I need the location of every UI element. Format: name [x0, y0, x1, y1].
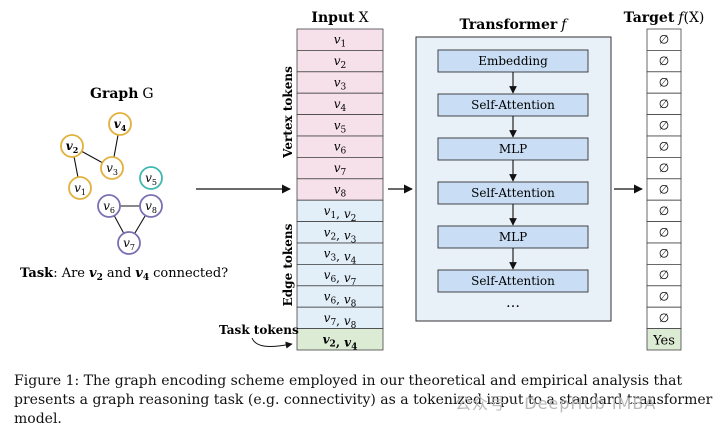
task-node-a: v: [89, 266, 97, 281]
vertex-token-label: v4: [334, 97, 347, 114]
graph-node-label-v3: v3: [106, 161, 118, 177]
task-node-b-sub: 4: [143, 273, 149, 283]
transformer-layer-label: Self-Attention: [471, 274, 555, 288]
target-title-symbol: f: [677, 10, 686, 26]
target-empty-symbol: ∅: [659, 54, 669, 68]
transformer-ellipsis: …: [506, 295, 520, 311]
target-empty-symbol: ∅: [659, 204, 669, 218]
target-empty-symbol: ∅: [659, 183, 669, 197]
graph-node-v2: [60, 134, 84, 158]
graph-node-label-v5: v5: [145, 171, 157, 187]
task-tokens-label: Task tokens: [219, 323, 299, 337]
task-question-and: and: [107, 266, 131, 281]
graph-node-v5: [139, 166, 163, 190]
target-empty-symbol: ∅: [659, 268, 669, 282]
target-empty-symbol: ∅: [659, 225, 669, 239]
graph-node-label-v7: v7: [123, 236, 135, 252]
vertex-token-label: v8: [334, 183, 347, 200]
vertex-token-label: v3: [334, 76, 347, 93]
graph-node-v1: [68, 176, 92, 200]
task-token-cell: [296, 328, 384, 351]
task-question-end: connected?: [153, 266, 228, 281]
target-title-arg: (X): [684, 10, 705, 26]
edge-tokens-label: Edge tokens: [281, 223, 295, 306]
target-empty-symbol: ∅: [659, 97, 669, 111]
target-answer-cell: [646, 328, 682, 351]
graph-node-v8: [139, 194, 163, 218]
graph-node-label-v8: v8: [145, 199, 157, 215]
transformer-layer-label: Self-Attention: [471, 98, 555, 112]
transformer-layers: EmbeddingSelf-AttentionMLPSelf-Attention…: [437, 49, 589, 293]
target-empty-symbol: ∅: [659, 76, 669, 90]
graph-node-v4: [108, 112, 132, 136]
transformer-layer-label: MLP: [499, 142, 527, 156]
edge-token-label: v6, v7: [324, 268, 357, 288]
vertex-token-label: v7: [334, 161, 347, 178]
graph-node-label-v2: v2: [66, 139, 79, 155]
graph-node-label-v6: v6: [103, 199, 115, 215]
graph-node-v6: [97, 194, 121, 218]
target-empty-symbol: ∅: [659, 290, 669, 304]
vertex-tokens-label: Vertex tokens: [281, 66, 295, 159]
transformer-title-symbol: f: [560, 17, 569, 33]
input-title-bold: Input: [311, 10, 355, 26]
transformer-layer-self-attention: [437, 269, 589, 293]
task-node-a-sub: 2: [97, 273, 103, 283]
target-title-bold: Target: [624, 10, 675, 26]
target-empty-symbol: ∅: [659, 33, 669, 47]
target-empty-symbol: ∅: [659, 161, 669, 175]
vertex-token-label: v1: [334, 33, 347, 50]
transformer-title-bold: Transformer: [460, 17, 558, 33]
task-node-b: v: [135, 266, 143, 281]
transformer-layer-label: Self-Attention: [471, 186, 555, 200]
target-empty-symbol: ∅: [659, 140, 669, 154]
task-question-text: : Are: [53, 266, 85, 281]
graph-node-v3: [100, 156, 124, 180]
edge-token-label: v6, v8: [324, 290, 357, 310]
graph-title-symbol: G: [142, 86, 153, 102]
target-empty-symbol: ∅: [659, 118, 669, 132]
figure-caption: Figure 1: The graph encoding scheme empl…: [14, 373, 713, 427]
target-column: ∅ ∅ ∅ ∅ ∅ ∅ ∅ ∅ ∅ ∅ ∅ ∅ ∅ ∅ Yes: [646, 28, 682, 351]
vertex-token-label: v6: [334, 140, 347, 157]
edge-token-label: v2, v3: [324, 225, 357, 245]
target-empty-symbol: ∅: [659, 247, 669, 261]
transformer-layer-label: Embedding: [478, 54, 548, 68]
target-empty-symbol: ∅: [659, 311, 669, 325]
target-answer-label: Yes: [652, 333, 675, 348]
vertex-token-label: v2: [334, 54, 347, 71]
input-title-symbol: X: [359, 10, 369, 26]
transformer-layer-label: MLP: [499, 230, 527, 244]
graph-node-label-v4: v4: [114, 117, 127, 133]
graph-title-bold: Graph: [90, 86, 138, 102]
graph-node-label-v1: v1: [74, 181, 86, 197]
task-token-label: v2, v4: [323, 332, 358, 352]
edge-token-label: v3, v4: [324, 247, 357, 267]
graph-nodes: v2 v4 v3 v1 v5 v6 v8 v7: [60, 112, 163, 255]
edge-token-label: v7, v8: [324, 311, 357, 331]
task-question-label: Task: [20, 266, 54, 281]
task-tokens-pointer: [251, 337, 293, 349]
graph-node-v7: [117, 231, 141, 255]
edge-token-label: v1, v2: [324, 204, 357, 224]
watermark-text: 公众号 · DeepHub IMBA: [455, 394, 657, 413]
vertex-token-label: v5: [334, 118, 347, 135]
